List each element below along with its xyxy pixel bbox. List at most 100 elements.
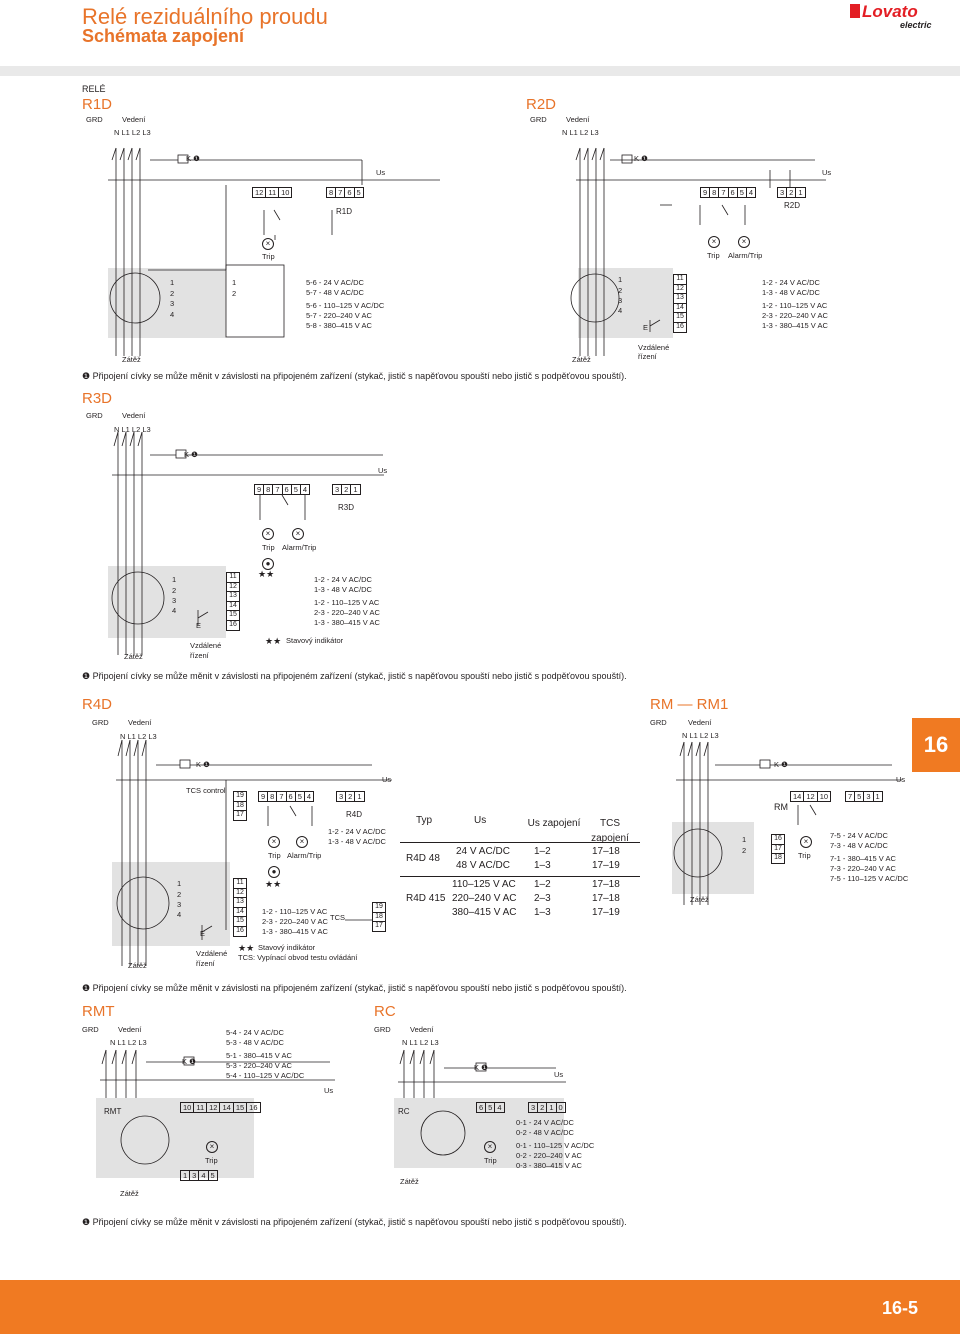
rmt-phases: N L1 L2 L3 (110, 1038, 147, 1047)
r4d-remote-2: řízení (196, 959, 215, 968)
r4d-us: Us (382, 775, 392, 784)
rc-trip-label: Trip (484, 1156, 497, 1165)
footnote-2: ❶ Připojení cívky se může měnit v závisl… (82, 671, 627, 681)
alarm-lamp-icon: × (292, 528, 304, 540)
r1d-grd: GRD (86, 115, 103, 124)
r4d-ct-2: 2 (177, 890, 182, 899)
footnote-4: ❶ Připojení cívky se může měnit v závisl… (82, 1217, 627, 1227)
trip-lamp-icon: × (484, 1141, 496, 1153)
rc-k1: K ❶ (474, 1063, 488, 1072)
r4d-ct-4: 4 (177, 910, 182, 919)
r4d-vedeni: Vedení (128, 718, 152, 727)
rm-device-label: RM (774, 802, 788, 812)
rm-trip-label: Trip (798, 851, 811, 860)
r3d-ct-2: 2 (172, 586, 177, 595)
r4d-title: R4D (82, 696, 113, 713)
r3d-grd: GRD (86, 411, 103, 420)
r2d-vedeni: Vedení (566, 115, 590, 124)
r1d-ct-1: 1 (170, 278, 175, 287)
r4d-ct-1: 1 (177, 879, 182, 888)
rc-title: RC (374, 1003, 396, 1020)
rmt-device-label: RMT (104, 1107, 122, 1116)
r4d-rating-b2: 2-3 - 220–240 V AC (262, 917, 328, 926)
r4d-rating-a2: 1-3 - 48 V AC/DC (328, 837, 386, 846)
chapter-tab: 16 (912, 718, 960, 772)
r2d-us: Us (822, 168, 832, 177)
r2d-grd: GRD (530, 115, 547, 124)
r3d-us: Us (378, 466, 388, 475)
r2d-ct-1: 1 (618, 275, 623, 284)
trip-lamp-icon: × (708, 236, 720, 248)
r4d-ct-3: 3 (177, 900, 182, 909)
rm-title: RM — RM1 (650, 696, 729, 713)
r3d-trip-label: Trip (262, 543, 275, 552)
r4d-tcs: TCS (330, 913, 345, 922)
rmt-trip-label: Trip (205, 1156, 218, 1165)
r3d-ct-3: 3 (172, 596, 177, 605)
r3d-ct-1: 1 (172, 575, 177, 584)
r4d-trip-label: Trip (268, 851, 281, 860)
r3d-stars-legend: ★★ (265, 636, 282, 646)
rmt-grd: GRD (82, 1025, 99, 1034)
rmt-vedeni: Vedení (118, 1025, 142, 1034)
alarm-lamp-icon: × (296, 836, 308, 848)
footnote-3: ❶ Připojení cívky se může měnit v závisl… (82, 983, 627, 993)
r4d-rating-b3: 1-3 - 380–415 V AC (262, 927, 328, 936)
r3d-phases: N L1 L2 L3 (114, 425, 151, 434)
r4d-alarm-label: Alarm/Trip (287, 851, 322, 860)
r1d-trip-label: Trip (262, 252, 275, 261)
r2d-ct-3: 3 (618, 296, 623, 305)
page-number: 16-5 (881, 1298, 918, 1318)
status-indicator-icon: ● (262, 558, 274, 570)
rc-us: Us (554, 1070, 564, 1079)
rm-k1: K ❶ (774, 760, 788, 769)
trip-lamp-icon: × (262, 238, 274, 250)
r3d-vedeni: Vedení (122, 411, 146, 420)
r1d-ctbox-1: 1 (232, 278, 237, 287)
trip-lamp-icon: × (262, 528, 274, 540)
r1d-us: Us (376, 168, 386, 177)
r1d-ct-2: 2 (170, 289, 175, 298)
r1d-title: R1D (82, 96, 113, 113)
rm-phases: N L1 L2 L3 (682, 731, 719, 740)
page-subtitle: Schémata zapojení (82, 26, 245, 46)
r4d-phases: N L1 L2 L3 (120, 732, 157, 741)
r1d-ctbox-2: 2 (232, 289, 237, 298)
r3d-stars: ★★ (258, 569, 275, 579)
rmt-load: Zátěž (120, 1189, 139, 1198)
rc-vedeni: Vedení (410, 1025, 434, 1034)
section-group-label: RELÉ (82, 84, 106, 94)
r4d-status-indicator: Stavový indikátor (258, 943, 316, 952)
r1d-load: Zátěž (122, 355, 141, 364)
rc-load: Zátěž (400, 1177, 419, 1186)
alarm-lamp-icon: × (738, 236, 750, 248)
rm-ct-1: 1 (742, 835, 747, 844)
r2d-trip-label: Trip (707, 251, 720, 260)
status-indicator-icon: ● (268, 866, 280, 878)
r4d-device-label: R4D (346, 810, 363, 819)
r3d-remote-1: Vzdálené (190, 641, 222, 650)
rm-us: Us (896, 775, 906, 784)
r2d-remote-1: Vzdálené (638, 343, 670, 352)
r3d-ct-4: 4 (172, 606, 177, 615)
r4d-load: Zátěž (128, 961, 147, 970)
rm-ct-2: 2 (742, 846, 747, 855)
footer-bar: 16-5 (0, 1280, 960, 1334)
rc-phases: N L1 L2 L3 (402, 1038, 439, 1047)
r1d-phases: N L1 L2 L3 (114, 128, 151, 137)
rm-load: Zátěž (690, 895, 709, 904)
trip-lamp-icon: × (268, 836, 280, 848)
rc-device-label: RC (398, 1107, 410, 1116)
footnote-1: ❶ Připojení cívky se může měnit v závisl… (82, 371, 627, 381)
r4d-tcs-note: TCS: Vypínací obvod testu ovládání (238, 953, 358, 962)
